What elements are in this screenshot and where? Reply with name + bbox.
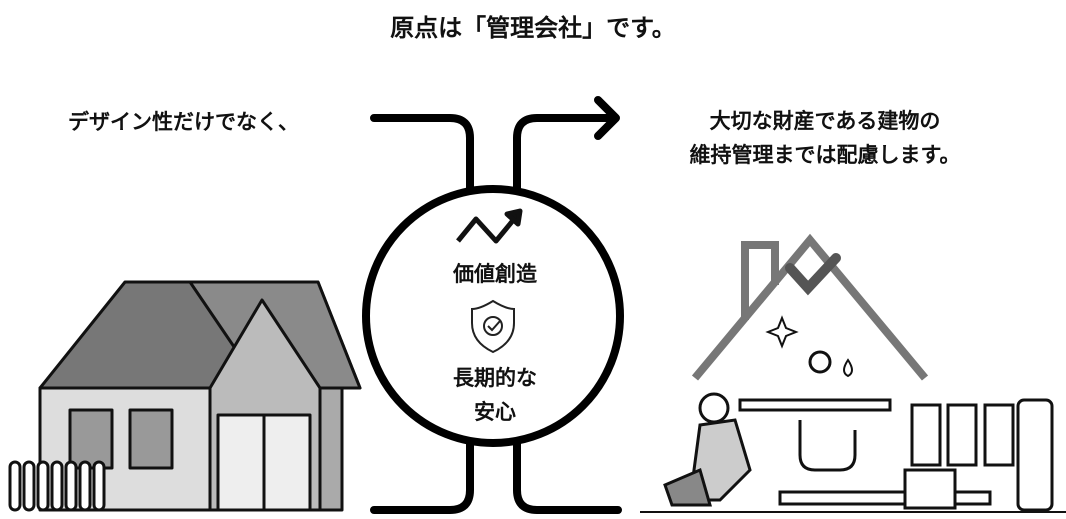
right-caption-line-1: 大切な財産である建物の [709,109,941,133]
left-caption: デザイン性だけでなく、 [68,110,299,134]
right-caption-line-2: 維持管理までは配慮します。 [689,143,961,167]
right-caption: 大切な財産である建物の 維持管理までは配慮します。 [665,104,985,172]
value-creation-label: 価値創造 [453,262,537,286]
flow-arrow-top-right [513,96,620,194]
maintenance-illustration [640,233,1066,513]
peace-of-mind-label: 安心 [474,400,516,424]
house-illustration [8,280,362,512]
flow-line-bottom-left [370,439,474,514]
shield-check-icon [471,299,515,354]
flow-line-top-left [370,114,474,194]
trend-up-icon [456,208,523,244]
page-title: 原点は「管理会社」です。 [390,14,676,42]
flow-line-bottom-right [513,439,622,514]
long-term-label: 長期的な [453,366,537,390]
